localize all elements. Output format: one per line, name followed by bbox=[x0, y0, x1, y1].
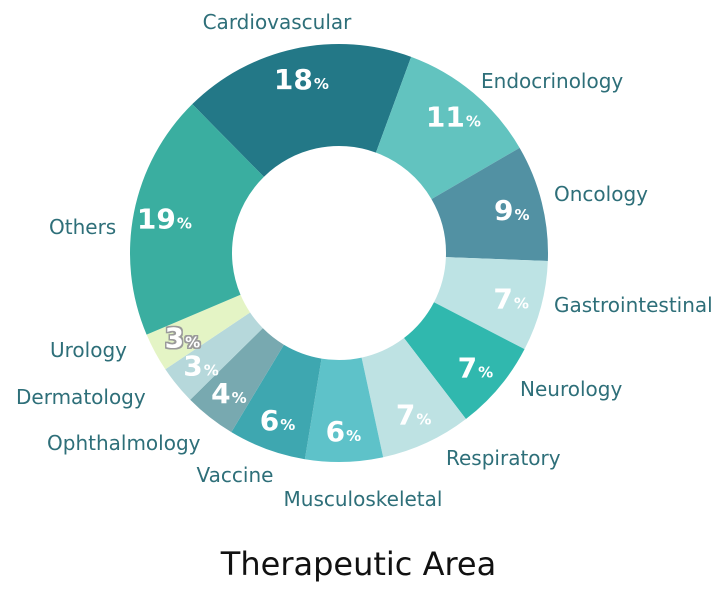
category-label-gastrointestinal: Gastrointestinal bbox=[554, 293, 713, 317]
slice-ophthalmology bbox=[190, 328, 284, 433]
value-label-gastrointestinal: 7% bbox=[493, 282, 529, 315]
value-label-endocrinology: 11% bbox=[426, 101, 481, 134]
category-labels-group: CardiovascularEndocrinologyOncologyGastr… bbox=[16, 10, 713, 511]
value-label-urology: 3% bbox=[165, 322, 201, 355]
value-label-ophthalmology: 4% bbox=[211, 377, 247, 410]
category-label-dermatology: Dermatology bbox=[16, 385, 146, 409]
slice-neurology bbox=[403, 302, 525, 420]
slice-labels-group: 18%11%9%7%7%7%6%6%4%3%3%19% bbox=[137, 63, 530, 448]
slice-endocrinology bbox=[375, 56, 520, 200]
slice-dermatology bbox=[165, 312, 263, 400]
value-label-dermatology: 3% bbox=[183, 350, 219, 383]
category-label-ophthalmology: Ophthalmology bbox=[47, 431, 201, 455]
category-label-respiratory: Respiratory bbox=[446, 446, 561, 470]
value-label-cardiovascular: 18% bbox=[274, 63, 329, 96]
chart-title: Therapeutic Area bbox=[220, 545, 497, 583]
value-label-neurology: 7% bbox=[458, 351, 494, 384]
slice-gastrointestinal bbox=[433, 257, 548, 350]
slice-urology bbox=[146, 294, 251, 370]
value-label-others: 19% bbox=[137, 202, 192, 235]
category-label-vaccine: Vaccine bbox=[197, 463, 274, 487]
slice-others bbox=[130, 104, 264, 335]
category-label-musculoskeletal: Musculoskeletal bbox=[284, 487, 443, 511]
slice-oncology bbox=[431, 147, 548, 262]
value-label-musculoskeletal: 6% bbox=[326, 415, 362, 448]
slice-cardiovascular bbox=[192, 43, 412, 177]
slice-vaccine bbox=[231, 344, 322, 460]
category-label-cardiovascular: Cardiovascular bbox=[203, 10, 353, 34]
slices-group bbox=[130, 43, 548, 462]
category-label-endocrinology: Endocrinology bbox=[481, 69, 623, 93]
category-label-others: Others bbox=[49, 215, 116, 239]
category-label-neurology: Neurology bbox=[520, 377, 622, 401]
value-label-oncology: 9% bbox=[494, 194, 530, 227]
slice-respiratory bbox=[361, 338, 466, 458]
category-label-urology: Urology bbox=[50, 338, 127, 362]
value-label-vaccine: 6% bbox=[260, 404, 296, 437]
category-label-oncology: Oncology bbox=[554, 182, 648, 206]
slice-musculoskeletal bbox=[304, 357, 384, 462]
value-label-respiratory: 7% bbox=[396, 399, 432, 432]
